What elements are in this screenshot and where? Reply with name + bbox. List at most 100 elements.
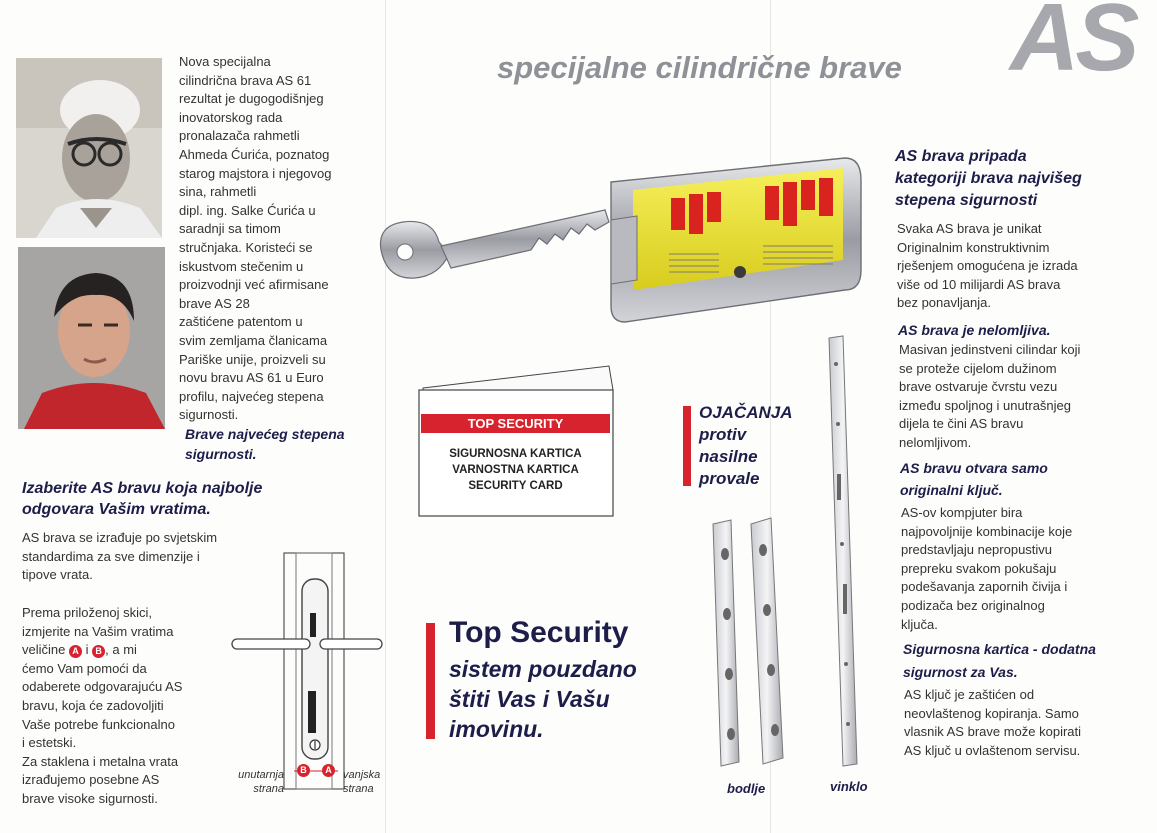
choose-line: izmjerite na Vašim vratima xyxy=(22,623,174,639)
right-line: rješenjem omogućena je izrada xyxy=(897,258,1078,274)
choose-text: i xyxy=(85,642,89,658)
right-heading-line: AS bravu otvara samo xyxy=(900,460,1048,476)
right-heading-line: kategoriji brava najvišeg xyxy=(895,170,1082,187)
right-heading-unbreakable: AS brava je nelomljiva. xyxy=(898,322,1051,338)
right-paragraph-unique: Svaka AS brava je unikat Originalnim kon… xyxy=(897,220,1147,313)
page-fold-right xyxy=(770,0,771,833)
choose-text: , a mi xyxy=(105,642,137,658)
diagram-label-line: unutarnja xyxy=(238,769,284,781)
intro-line: starog majstora i njegovog xyxy=(179,165,332,181)
diagram-outer-label: vanjska strana xyxy=(343,768,380,796)
intro-line: sina, rahmetli xyxy=(179,184,257,200)
intro-text: Nova specijalna cilindrična brava AS 61 … xyxy=(179,53,379,425)
portrait-son xyxy=(18,247,165,429)
choose-line: Prema priloženoj skici, xyxy=(22,605,153,620)
right-line: vlasnik AS brave može kopirati xyxy=(904,724,1082,740)
reinforcement-line: provale xyxy=(699,469,760,488)
right-line: više od 10 milijardi AS brava xyxy=(897,276,1061,292)
page-headline: specijalne cilindrične brave xyxy=(497,50,902,85)
choose-line: i estetski. xyxy=(22,735,77,751)
intro-line: svim zemljama članicama xyxy=(179,332,328,348)
diagram-label-line: strana xyxy=(253,783,284,795)
choose-paragraph-2: Prema priloženoj skici, izmjerite na Vaš… xyxy=(22,604,222,809)
intro-line: brave AS 28 xyxy=(179,295,250,311)
card-line: VARNOSTNA KARTICA xyxy=(452,464,579,476)
intro-line: zaštićene patentom u xyxy=(179,314,303,330)
portrait-elder xyxy=(16,58,162,238)
right-line: AS-ov kompjuter bira xyxy=(901,505,1023,520)
right-line: podizača bez originalnog xyxy=(901,597,1045,613)
brand-logo: AS xyxy=(1010,0,1139,91)
right-heading-line: AS brava pripada xyxy=(895,148,1027,165)
choose-heading-line: Izaberite AS bravu koja najbolje xyxy=(22,480,263,497)
intro-line: iskustvom stečenim u xyxy=(179,258,304,274)
right-line: podešavanja zapornih čivija i xyxy=(901,579,1068,595)
choose-line: odaberete odgovarajuću AS xyxy=(22,679,183,695)
top-security-accent-bar xyxy=(426,623,435,739)
choose-line: izrađujemo posebne AS xyxy=(22,772,160,788)
security-card-text: SIGURNOSNA KARTICA VARNOSTNA KARTICA SEC… xyxy=(421,446,610,494)
intro-line: saradnji sa timom xyxy=(179,221,281,237)
strip-label-vinklo: vinklo xyxy=(830,779,868,794)
choose-line: brave visoke sigurnosti. xyxy=(22,790,158,806)
intro-closing-line: Brave najvećeg stepena xyxy=(185,426,345,442)
right-line: neovlaštenog kopiranja. Samo xyxy=(904,705,1079,721)
right-paragraph-computer: AS-ov kompjuter bira najpovoljnije kombi… xyxy=(901,504,1151,634)
reinforcement-line: nasilne xyxy=(699,447,758,466)
right-line: nelomljivom. xyxy=(899,434,972,450)
security-card-illustration xyxy=(418,365,614,517)
right-line: AS ključ u ovlaštenom servisu. xyxy=(904,742,1081,758)
right-line: predstavljaju nepropustivu xyxy=(901,542,1053,558)
card-line: SIGURNOSNA KARTICA xyxy=(449,448,582,460)
reinforcement-line: protiv xyxy=(699,425,747,444)
right-line: Originalnim konstruktivnim xyxy=(897,239,1050,255)
right-line: ključa. xyxy=(901,616,938,632)
intro-line: proizvodnji već afirmisane xyxy=(179,277,329,293)
diagram-label-line: strana xyxy=(343,783,374,795)
right-line: se proteže cijelom dužinom xyxy=(899,360,1057,376)
choose-heading: Izaberite AS bravu koja najbolje odgovar… xyxy=(22,478,262,520)
right-line: dijela te čini AS bravu xyxy=(899,416,1024,432)
right-line: između spoljnog i unutrašnjeg xyxy=(899,397,1071,413)
diagram-label-line: vanjska xyxy=(343,769,381,781)
choose-line: tipove vrata. xyxy=(22,567,93,583)
intro-line: Nova specijalna xyxy=(179,54,271,69)
choose-line: Vaše potrebe funkcionalno xyxy=(22,716,175,732)
choose-line: Za staklena i metalna vrata xyxy=(22,753,179,769)
choose-line: ćemo Vam pomoći da xyxy=(22,660,147,676)
security-card-band: TOP SECURITY xyxy=(421,414,610,433)
right-heading-line: sigurnost za Vas. xyxy=(903,664,1018,680)
intro-line: Pariške unije, proizveli su xyxy=(179,351,326,367)
tagline-line: imovinu. xyxy=(449,716,544,742)
card-line: SECURITY CARD xyxy=(468,480,563,492)
right-paragraph-copy-protection: AS ključ je zaštićen od neovlaštenog kop… xyxy=(904,686,1154,760)
right-line: AS ključ je zaštićen od xyxy=(904,687,1035,702)
top-security-title: Top Security xyxy=(449,616,629,649)
intro-closing-line: sigurnosti. xyxy=(185,446,257,462)
diagram-marker-b: B xyxy=(297,764,310,777)
right-line: Svaka AS brava je unikat xyxy=(897,221,1042,236)
intro-line: stručnjaka. Koristeći se xyxy=(179,239,313,255)
reinforcement-line: OJAČANJA xyxy=(699,403,793,422)
page-fold-left xyxy=(385,0,386,833)
intro-line: novu bravu AS 61 u Euro xyxy=(179,370,324,386)
right-line: prepreku svakom pokušaju xyxy=(901,560,1057,576)
right-paragraph-unbreakable: Masivan jedinstveni cilindar koji se pro… xyxy=(899,341,1149,453)
right-line: Masivan jedinstveni cilindar koji xyxy=(899,342,1081,357)
right-heading-original-key: AS bravu otvara samo originalni ključ. xyxy=(900,457,1048,501)
marker-a-badge: A xyxy=(68,645,82,659)
intro-line: pronalazača rahmetli xyxy=(179,128,300,144)
right-heading-security-card: Sigurnosna kartica - dodatna sigurnost z… xyxy=(903,638,1096,684)
reinforcement-heading: OJAČANJA protiv nasilne provale xyxy=(699,402,793,490)
right-line: bez ponavljanja. xyxy=(897,295,991,311)
choose-paragraph-1: AS brava se izrađuje po svjetskim standa… xyxy=(22,529,262,585)
marker-b-badge: B xyxy=(92,645,106,659)
reinforcement-accent-bar xyxy=(683,406,691,486)
intro-line: cilindrična brava AS 61 xyxy=(179,72,312,88)
choose-line: standardima za sve dimenzije i xyxy=(22,548,200,564)
intro-line: profilu, najvećeg stepena xyxy=(179,388,324,404)
diagram-inner-label: unutarnja strana xyxy=(232,768,284,796)
right-heading-line: originalni ključ. xyxy=(900,482,1003,498)
diagram-marker-a: A xyxy=(322,764,335,777)
intro-line: rezultat je dugogodišnjeg xyxy=(179,91,324,107)
